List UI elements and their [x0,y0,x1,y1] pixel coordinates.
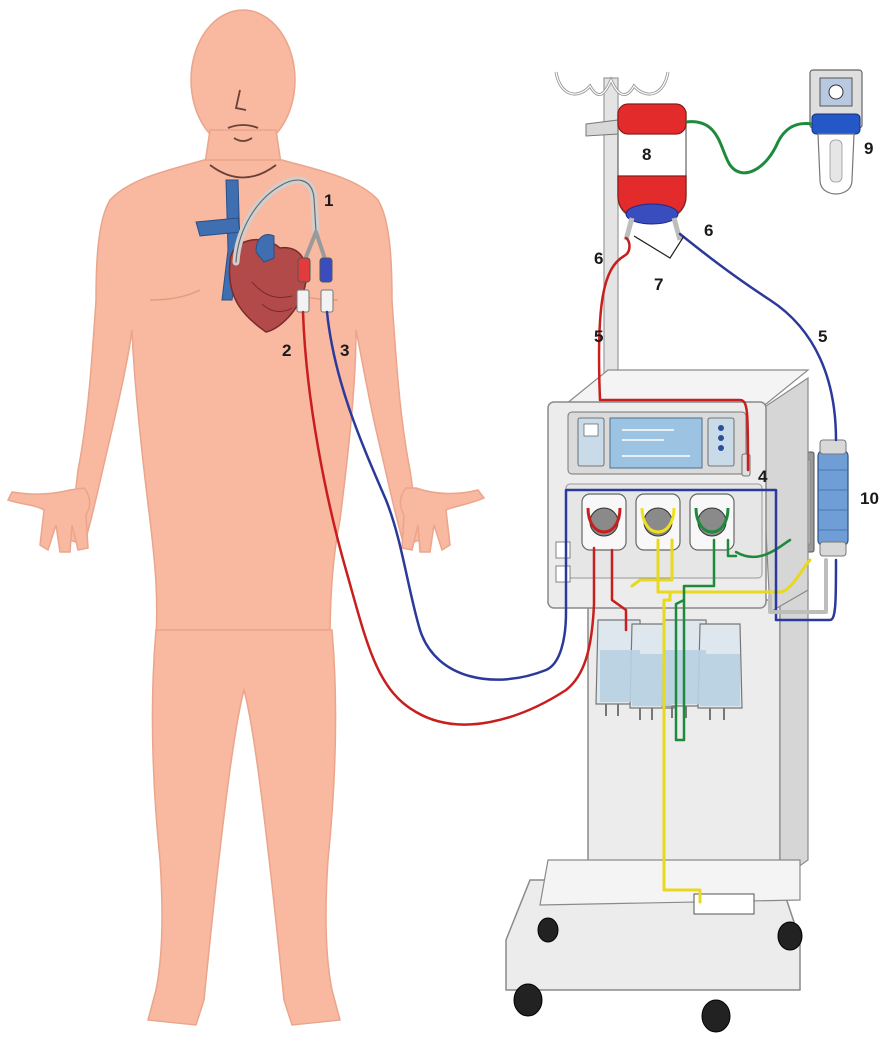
catheter-venous-hub [320,258,332,282]
wheel-back-right [778,922,802,950]
label-6-right: 6 [704,221,713,240]
label-6-left: 6 [594,249,603,268]
monitor-gauge-icon [829,85,843,99]
left-panel-window [584,424,598,436]
label-10: 10 [860,489,879,508]
label-7-pointers [634,236,684,258]
patient-legs [148,630,340,1025]
machine-head-side [760,378,808,612]
label-3: 3 [340,341,349,360]
heater-top-cap [618,104,686,134]
blood-pump [582,494,626,550]
monitor-cap [812,114,860,134]
fluid-bags [596,620,742,720]
side-clamp-left-2 [556,566,570,582]
heater-blue-base [626,204,678,224]
side-clamp-left [556,542,570,558]
label-9: 9 [864,139,873,158]
label-8: 8 [642,145,651,164]
pressure-line-green [686,122,812,173]
label-1: 1 [324,191,333,210]
machine-base-top [540,860,800,905]
machine-column-side [780,580,808,880]
control-knob-3 [718,445,724,451]
fluid-bag-4-liquid [700,654,740,706]
heater-chamber [618,104,686,240]
label-5-right: 5 [818,327,827,346]
monitor-flask-tube [830,140,842,182]
pressure-monitor [810,70,862,194]
patient-hand-left [8,488,90,552]
label-2: 2 [282,341,291,360]
label-7: 7 [654,275,663,294]
wheel-back-left [538,918,558,942]
patient-head [191,10,295,150]
column-bottom-cap [820,542,846,556]
wheel-front-right [702,1000,730,1032]
column-body [818,450,848,546]
connector-venous [321,290,333,312]
column-top-cap [820,440,846,454]
scale-plate [694,894,754,914]
connector-arterial [297,290,309,312]
iv-pole-clamp [586,120,618,136]
label-4: 4 [758,467,768,486]
display-screen [610,418,702,468]
catheter-arterial-hub [298,258,310,282]
patient-body [8,10,484,1025]
patient-hand-right [400,488,484,552]
control-knob-2 [718,435,724,441]
wheel-front-left [514,984,542,1016]
label-5-left: 5 [594,327,603,346]
control-knob-1 [718,425,724,431]
